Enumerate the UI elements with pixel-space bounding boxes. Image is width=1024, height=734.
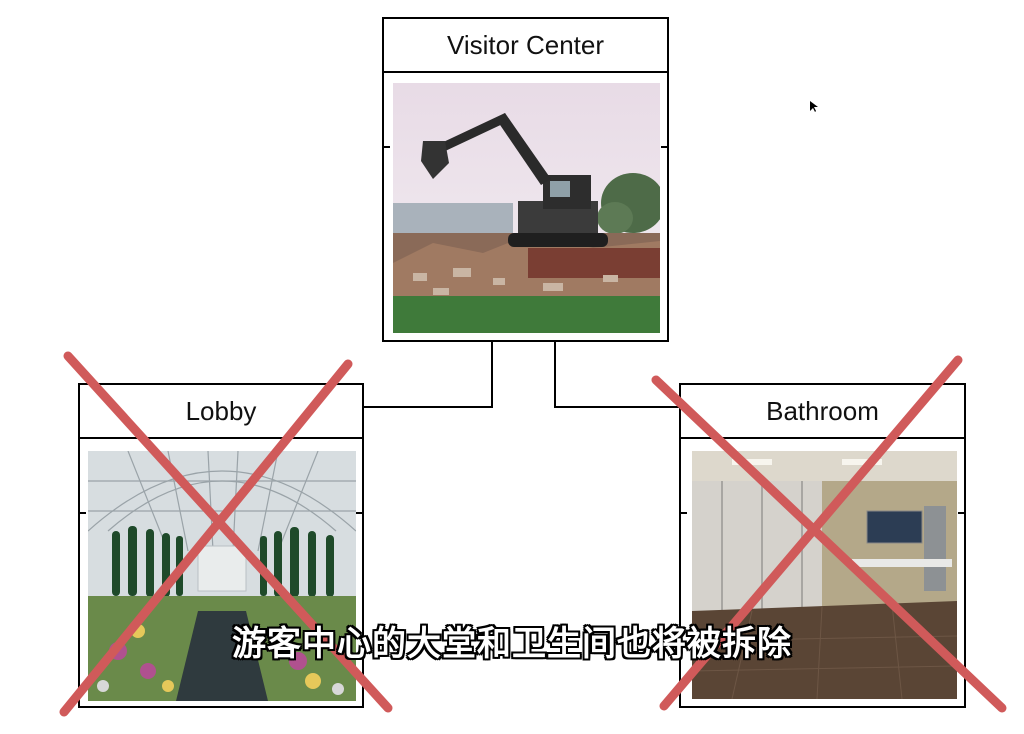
node-tick-left <box>79 512 86 514</box>
node-title-bathroom: Bathroom <box>681 385 964 439</box>
node-visitor-center: Visitor Center <box>382 17 669 342</box>
demolition-photo <box>393 83 660 333</box>
node-tick-left <box>383 146 390 148</box>
node-title-visitor-center: Visitor Center <box>384 19 667 73</box>
connector-root-lobby-vertical <box>491 340 493 408</box>
node-tick-right <box>958 512 965 514</box>
connector-root-lobby-horizontal <box>362 406 493 408</box>
node-tick-right <box>661 146 668 148</box>
node-tick-right <box>356 512 363 514</box>
node-tick-left <box>680 512 687 514</box>
node-title-lobby: Lobby <box>80 385 362 439</box>
subtitle-caption: 游客中心的大堂和卫生间也将被拆除 <box>232 624 792 664</box>
connector-root-bathroom-vertical <box>554 340 556 408</box>
connector-root-bathroom-horizontal <box>554 406 681 408</box>
mouse-cursor-icon <box>810 100 818 118</box>
